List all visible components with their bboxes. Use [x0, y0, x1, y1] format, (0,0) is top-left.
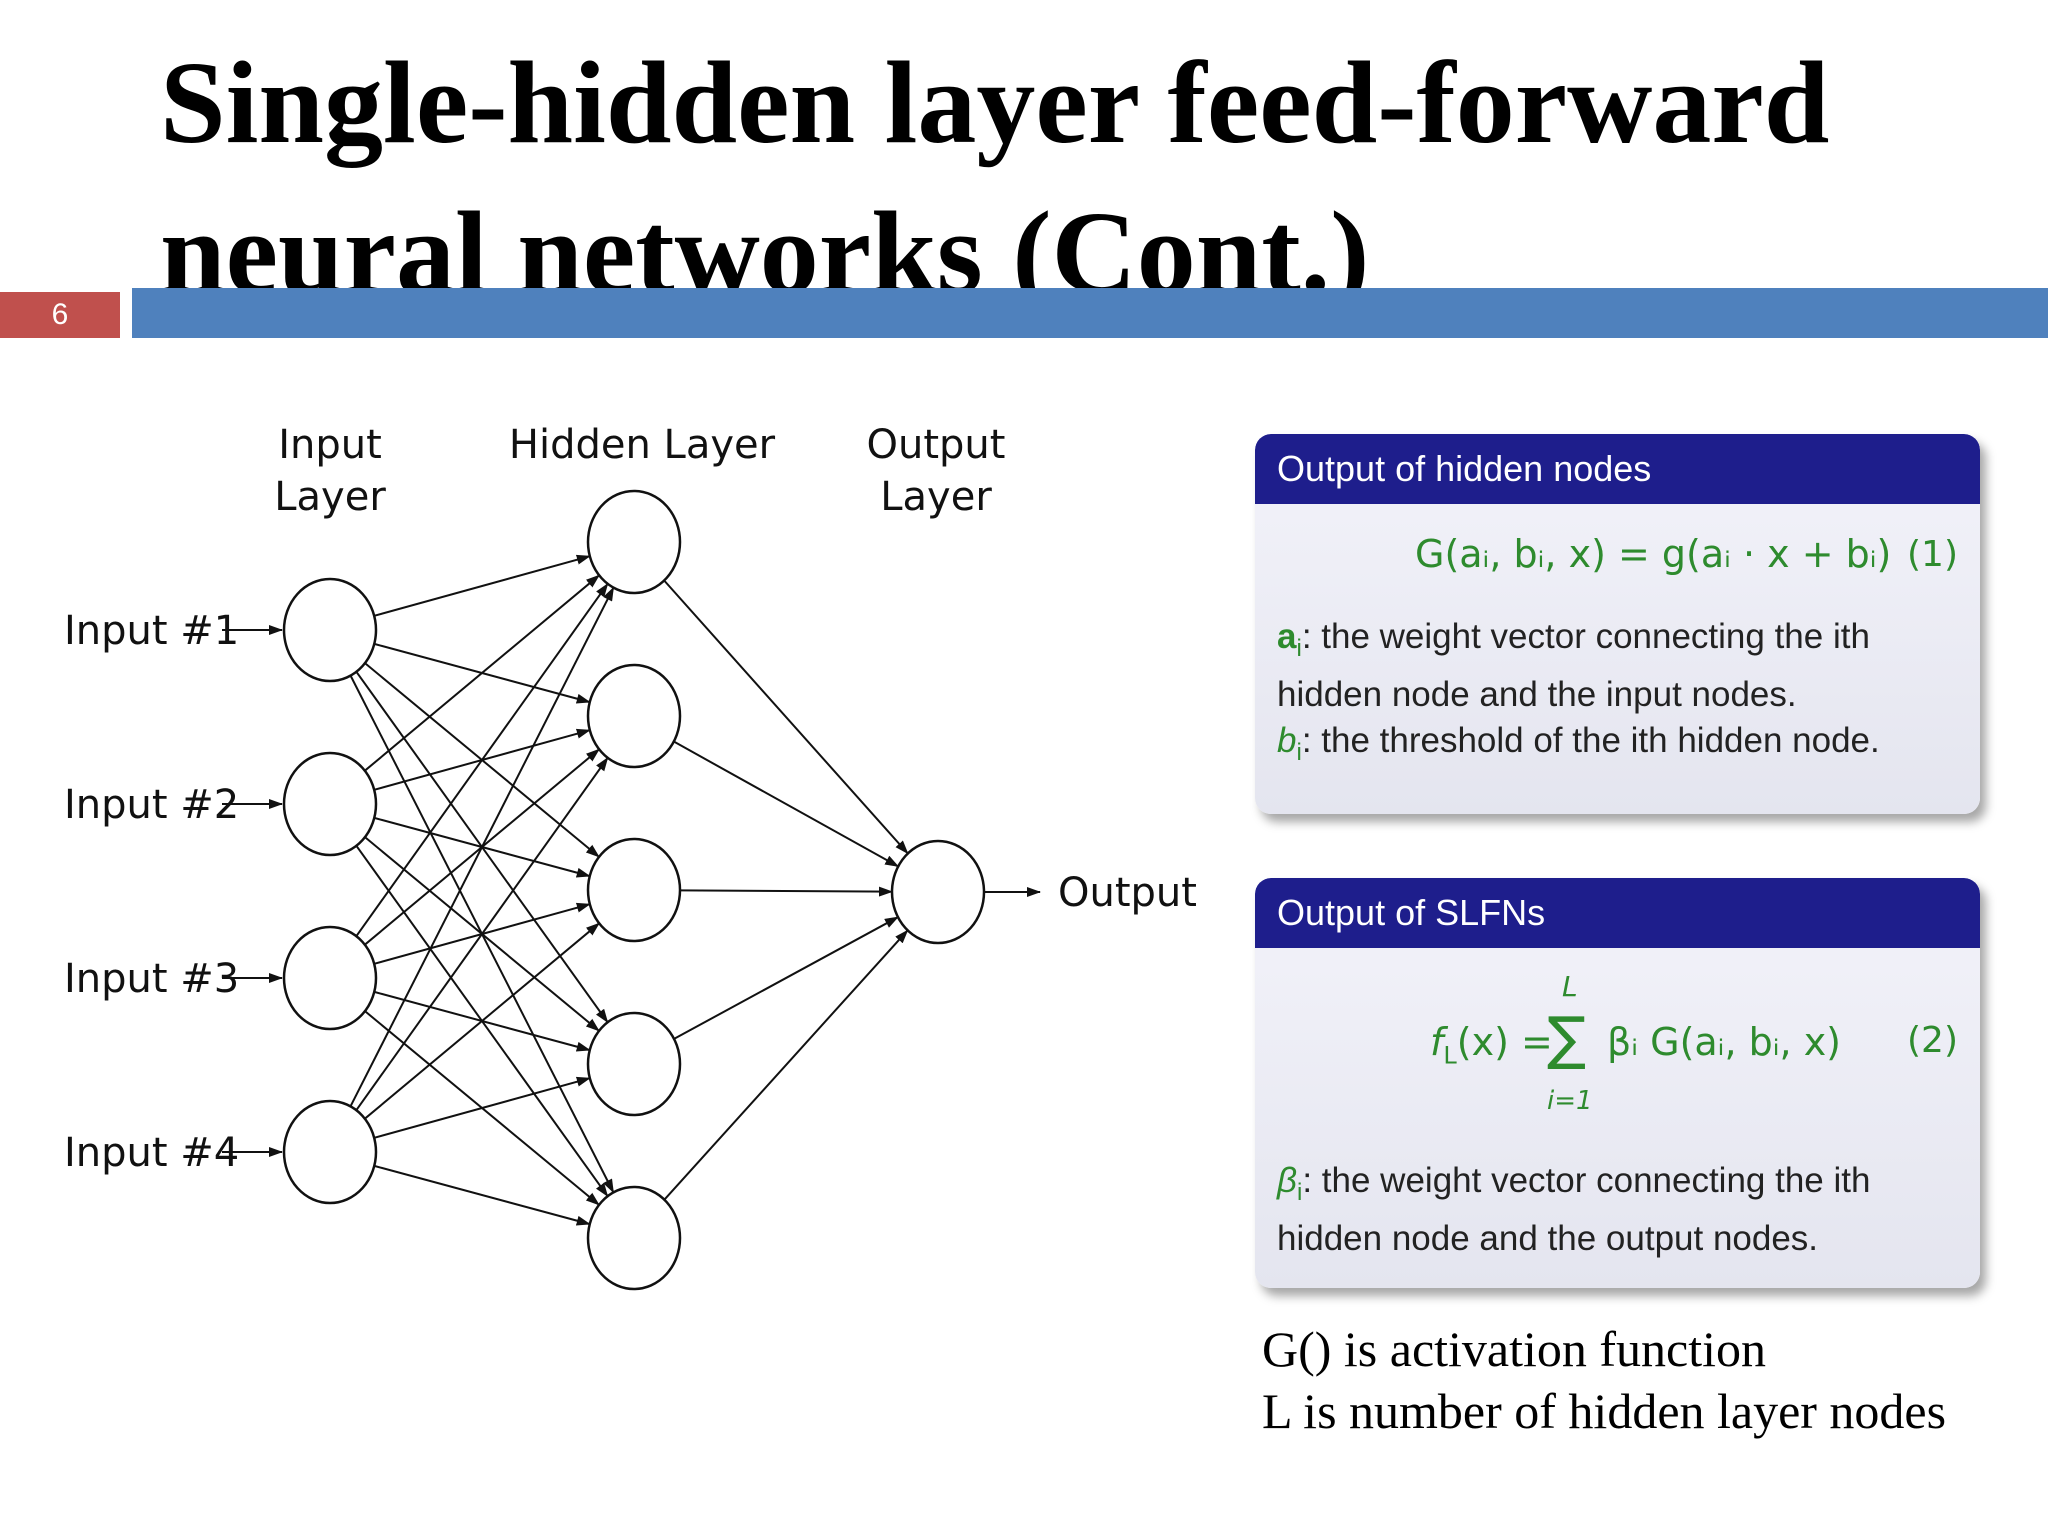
hidden-nodes-description: ai: the weight vector connecting the ith…: [1255, 614, 1980, 776]
edge-in4-hid1: [349, 586, 615, 1107]
equation-1-expr: G(aᵢ, bᵢ, x) = g(aᵢ · x + bᵢ): [1415, 532, 1892, 576]
edge-in2-hid1: [364, 574, 600, 772]
input-layer-label-1: Input: [278, 422, 382, 468]
note-activation: G() is activation function: [1262, 1321, 1767, 1377]
equation-2: fL(x) = L ∑ i=1 βᵢ G(aᵢ, bᵢ, x) (2): [1255, 948, 1980, 1148]
input-label-4: Input #4: [64, 1130, 239, 1176]
output-layer-label-1: Output: [867, 422, 1006, 468]
equation-1-number: (1): [1907, 534, 1958, 575]
sum-lower-limit: i=1: [1547, 1086, 1593, 1116]
equation-2-lhs: fL(x) =: [1430, 1020, 1553, 1070]
edge-hid4-out: [673, 916, 899, 1040]
slfn-output-box: Output of SLFNs fL(x) = L ∑ i=1 βᵢ G(aᵢ,…: [1255, 878, 1980, 1288]
input-label-3: Input #3: [64, 956, 239, 1002]
hidden-node-1: [586, 489, 682, 595]
input-node-1: [282, 577, 378, 683]
network-diagram: Input Layer Hidden Layer Output Layer In…: [64, 422, 1197, 1291]
sum-upper-limit: L: [1562, 970, 1578, 1003]
output-layer-label-2: Layer: [880, 474, 992, 520]
output-node: [890, 839, 986, 945]
edge-in1-hid1: [373, 554, 591, 617]
equation-1: G(aᵢ, bᵢ, x) = g(aᵢ · x + bᵢ) (1): [1255, 504, 1980, 614]
edge-hid2-out: [673, 740, 900, 868]
edge-in4-hid2: [355, 757, 609, 1111]
hidden-node-2: [586, 663, 682, 769]
slfn-description: βi: the weight vector connecting the ith…: [1255, 1148, 1980, 1262]
hidden-nodes-box-header: Output of hidden nodes: [1255, 434, 1980, 504]
edge-in3-hid1: [355, 583, 609, 937]
note-hidden-nodes: L is number of hidden layer nodes: [1262, 1383, 1947, 1439]
edge-in4-hid3: [364, 922, 600, 1120]
slide-title: Single-hidden layer feed-forward neural …: [160, 37, 1830, 318]
input-node-4: [282, 1099, 378, 1205]
desc-a: ai: the weight vector connecting the ith…: [1277, 617, 1870, 714]
sum-symbol: ∑: [1547, 1004, 1587, 1072]
edge-in4-hid5: [374, 1164, 591, 1226]
desc-b: bi: the threshold of the ith hidden node…: [1277, 721, 1880, 766]
hidden-nodes-box: Output of hidden nodes G(aᵢ, bᵢ, x) = g(…: [1255, 434, 1980, 814]
input-label-1: Input #1: [64, 608, 239, 654]
input-layer-label-2: Layer: [274, 474, 386, 520]
footnotes: G() is activation function L is number o…: [1262, 1318, 1946, 1442]
slfn-output-box-header: Output of SLFNs: [1255, 878, 1980, 948]
equation-2-rhs: βᵢ G(aᵢ, bᵢ, x): [1607, 1020, 1842, 1064]
edge-hid1-out: [663, 579, 909, 855]
equation-2-number: (2): [1907, 1020, 1958, 1061]
edge-in4-hid4: [373, 1076, 591, 1139]
hidden-node-5: [586, 1185, 682, 1291]
title-underline-bar: [132, 288, 2048, 338]
desc-beta: βi: the weight vector connecting the ith…: [1277, 1161, 1871, 1258]
hidden-node-4: [586, 1011, 682, 1117]
input-node-3: [282, 925, 378, 1031]
input-label-2: Input #2: [64, 782, 239, 828]
slide-number: 6: [0, 292, 120, 338]
output-label: Output: [1058, 870, 1197, 916]
edge-hid5-out: [663, 929, 909, 1201]
hidden-node-3: [586, 837, 682, 943]
hidden-layer-label: Hidden Layer: [509, 422, 776, 468]
edge-hid3-out: [679, 886, 894, 897]
input-node-2: [282, 751, 378, 857]
